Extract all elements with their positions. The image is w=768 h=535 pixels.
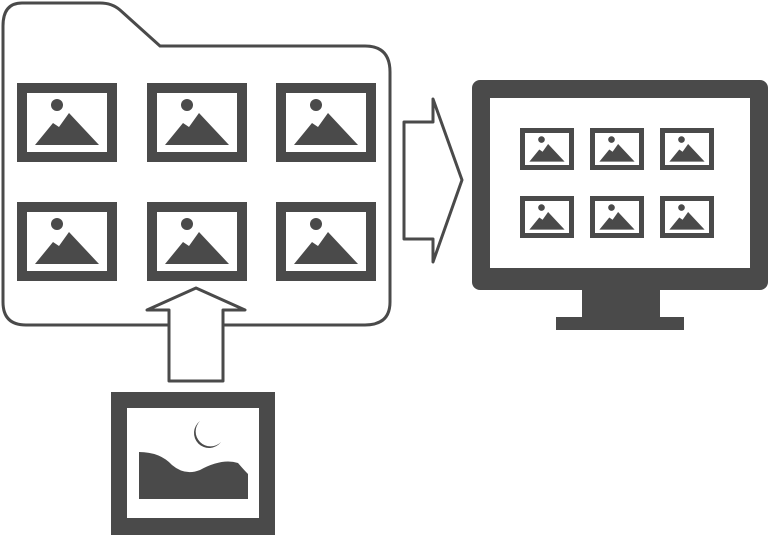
image-thumbnail-icon (17, 83, 117, 162)
folder-thumbnails (17, 83, 376, 281)
mountain-shape (165, 113, 229, 145)
sun-dot (608, 204, 615, 211)
mountain-shape (165, 232, 229, 264)
night-landscape-image-icon (111, 392, 275, 535)
image-thumbnail-icon (520, 128, 574, 170)
mountain-shape (669, 212, 705, 230)
image-thumbnail-icon (276, 202, 376, 281)
mountain-shape (294, 232, 358, 264)
mountain-shape (599, 212, 635, 230)
mountain-shape (529, 144, 565, 162)
sun-dot (608, 136, 615, 143)
image-thumbnail-icon (590, 128, 644, 170)
image-thumbnail-icon (660, 196, 714, 238)
image-thumbnail-icon (147, 202, 247, 281)
sun-dot (51, 218, 63, 230)
monitor-thumbnails (520, 128, 714, 238)
monitor-stand-base (556, 317, 684, 330)
sun-dot (310, 218, 322, 230)
sun-dot (678, 136, 685, 143)
mountain-shape (529, 212, 565, 230)
arrow-up-icon (145, 286, 247, 383)
sun-dot (181, 218, 193, 230)
mountain-shape (294, 113, 358, 145)
sun-dot (51, 99, 63, 111)
mountain-shape (35, 113, 99, 145)
sun-dot (310, 99, 322, 111)
mountain-shape (599, 144, 635, 162)
arrow-right-icon (402, 97, 464, 264)
mountain-shape (35, 232, 99, 264)
mountain-shape (669, 144, 705, 162)
image-thumbnail-icon (147, 83, 247, 162)
monitor-stand-neck (582, 289, 660, 319)
image-thumbnail-icon (520, 196, 574, 238)
image-thumbnail-icon (590, 196, 644, 238)
sun-dot (181, 99, 193, 111)
sun-dot (538, 136, 545, 143)
sun-dot (538, 204, 545, 211)
landscape-hills (139, 452, 248, 499)
image-thumbnail-icon (660, 128, 714, 170)
image-thumbnail-icon (276, 83, 376, 162)
sun-dot (678, 204, 685, 211)
image-thumbnail-icon (17, 202, 117, 281)
